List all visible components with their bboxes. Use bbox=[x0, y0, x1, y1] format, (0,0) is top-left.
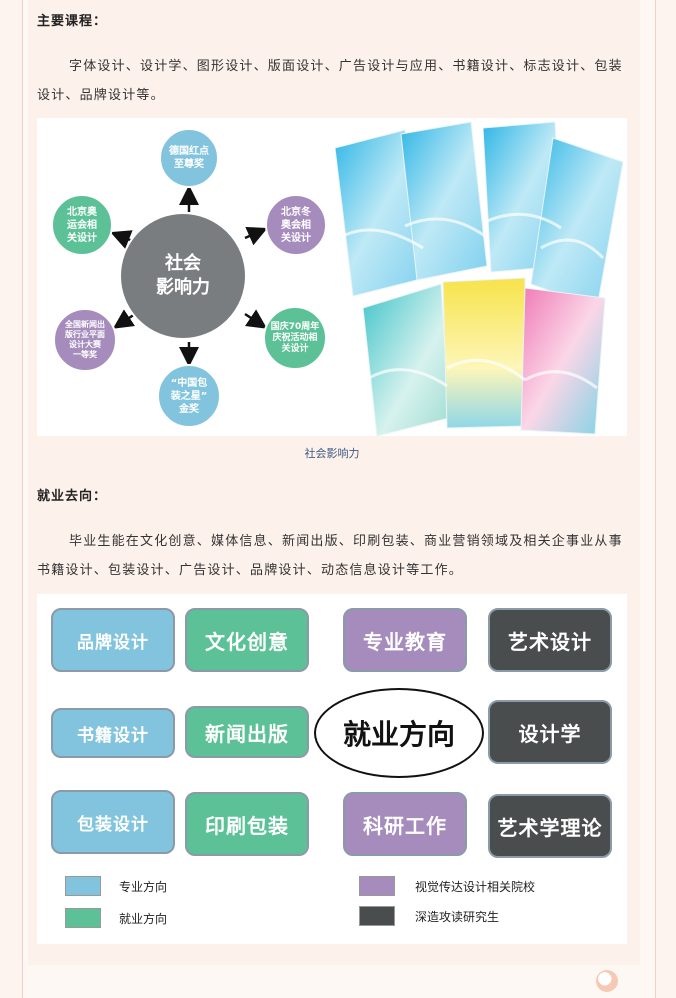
legend-label-graduate: 深造攻读研究生 bbox=[415, 910, 500, 924]
career-box-news-publishing: 新闻出版 bbox=[185, 706, 309, 758]
careers-paragraph: 毕业生能在文化创意、媒体信息、新闻出版、印刷包装、商业营销领域及相关企事业从事书… bbox=[37, 534, 623, 578]
legend-label-major: 专业方向 bbox=[119, 880, 168, 894]
legend-swatch-colleges bbox=[359, 876, 395, 896]
career-box-cultural-creative: 文化创意 bbox=[185, 608, 309, 672]
career-box-book-design: 书籍设计 bbox=[51, 708, 175, 758]
book-covers-illustration bbox=[335, 121, 624, 436]
impact-bubble-reddot: 德国红点 至尊奖 bbox=[159, 128, 219, 188]
impact-bubble-national-day: 国庆70周年 庆祝活动相 关设计 bbox=[263, 306, 327, 370]
impact-bubble-beijing-olympics: 北京奥 运会相 关设计 bbox=[51, 194, 113, 256]
career-box-professional-education: 专业教育 bbox=[343, 608, 467, 672]
courses-paragraph: 字体设计、设计学、图形设计、版面设计、广告设计与应用、书籍设计、标志设计、包装设… bbox=[37, 59, 623, 103]
career-box-research-work: 科研工作 bbox=[343, 792, 467, 856]
career-box-packaging-design: 包装设计 bbox=[51, 790, 175, 854]
section-heading-careers: 就业去向： bbox=[34, 485, 112, 508]
section-heading-courses: 主要课程： bbox=[34, 10, 112, 33]
career-box-design-studies: 设计学 bbox=[488, 700, 612, 764]
legend-label-employment: 就业方向 bbox=[119, 912, 168, 926]
impact-center: 社会 影响力 bbox=[119, 212, 247, 340]
career-center-ellipse: 就业方向 bbox=[314, 688, 484, 778]
career-box-art-theory: 艺术学理论 bbox=[488, 794, 612, 858]
legend-swatch-major bbox=[65, 876, 101, 896]
impact-bubble-winter-olympics: 北京冬 奥会相 关设计 bbox=[265, 194, 327, 256]
career-diagram: 品牌设计 文化创意 专业教育 艺术设计 书籍设计 新闻出版 设计学 包装设计 印… bbox=[37, 594, 627, 944]
career-box-brand-design: 品牌设计 bbox=[51, 608, 175, 672]
corner-ornament-icon bbox=[596, 970, 618, 992]
impact-image: 社会 影响力 德国红点 至尊奖 北京冬 奥会相 关设计 国庆70周年 庆祝活动相… bbox=[37, 118, 627, 436]
impact-bubble-press-contest: 全国新闻出 版行业平面 设计大赛 一等奖 bbox=[53, 308, 117, 372]
impact-bubble-packaging-star: “中国包 装之星” 金奖 bbox=[157, 364, 221, 428]
legend-swatch-graduate bbox=[359, 906, 395, 926]
career-box-art-design: 艺术设计 bbox=[488, 608, 612, 672]
impact-caption: 社会影响力 bbox=[304, 447, 360, 460]
career-box-printing-packaging: 印刷包装 bbox=[185, 792, 309, 856]
legend-label-colleges: 视觉传达设计相关院校 bbox=[415, 880, 536, 894]
legend-swatch-employment bbox=[65, 908, 101, 928]
